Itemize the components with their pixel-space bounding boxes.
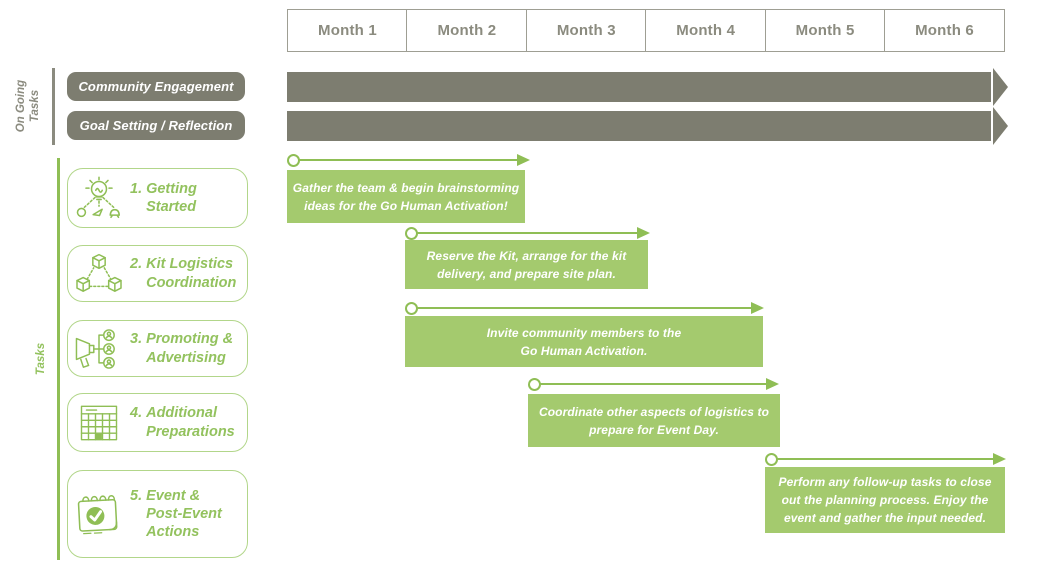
task-desc-box: Perform any follow-up tasks to close out… <box>765 467 1005 533</box>
task-title: Getting Started <box>146 180 197 215</box>
task-title: Additional Preparations <box>146 405 235 440</box>
task-card: 1. Getting Started <box>67 168 248 228</box>
bar-gap <box>991 111 993 141</box>
task-card: 5. Event & Post-Event Actions <box>67 470 248 558</box>
bar-body <box>287 72 991 102</box>
event-check-calendar-icon <box>68 489 130 539</box>
bar-gap <box>991 72 993 102</box>
task-desc-box: Gather the team & begin brainstorming id… <box>287 170 525 223</box>
ongoing-pill: Community Engagement <box>67 72 245 101</box>
arrowhead-icon <box>766 378 779 390</box>
section-label-ongoing: On Going Tasks <box>15 79 41 133</box>
task-card: 4. Additional Preparations <box>67 393 248 452</box>
task-number: 4. <box>130 405 143 422</box>
month-header-cell: Month 5 <box>764 9 886 52</box>
task-desc-box: Invite community members to the Go Human… <box>405 316 763 367</box>
task-card: 2. Kit Logistics Coordination <box>67 245 248 302</box>
arrow-line <box>417 231 637 235</box>
task-label: 3. Promoting & Advertising <box>130 330 233 366</box>
task-number: 3. <box>130 331 143 348</box>
bar-arrowhead-icon <box>993 68 1008 106</box>
timeline-arrow <box>287 153 530 167</box>
timeline-arrow <box>405 226 650 240</box>
task-title: Kit Logistics Coordination <box>146 256 237 291</box>
month-header-row: Month 1 Month 2 Month 3 Month 4 Month 5 … <box>287 9 1006 52</box>
gray-timeline-bar <box>287 107 1008 145</box>
month-header-cell: Month 3 <box>525 9 647 52</box>
arrowhead-icon <box>993 453 1006 465</box>
bar-arrowhead-icon <box>993 107 1008 145</box>
arrowhead-icon <box>517 154 530 166</box>
arrowhead-icon <box>751 302 764 314</box>
arrow-line <box>417 306 751 310</box>
ongoing-axis-line <box>52 68 55 145</box>
task-label: 5. Event & Post-Event Actions <box>130 487 222 541</box>
megaphone-outreach-icon <box>68 324 130 374</box>
idea-lightbulb-icon <box>68 175 130 221</box>
task-title: Event & Post-Event Actions <box>146 487 222 541</box>
arrow-line <box>777 457 993 461</box>
task-label: 2. Kit Logistics Coordination <box>130 255 236 291</box>
task-desc-box: Coordinate other aspects of logistics to… <box>528 394 780 447</box>
month-header-cell: Month 6 <box>884 9 1006 52</box>
task-number: 1. <box>130 180 143 197</box>
timeline-arrow <box>405 301 764 315</box>
tasks-axis-line <box>57 158 60 560</box>
month-header-cell: Month 4 <box>645 9 767 52</box>
kit-cubes-icon <box>68 252 130 296</box>
bar-body <box>287 111 991 141</box>
task-title: Promoting & Advertising <box>146 331 234 366</box>
month-header-cell: Month 1 <box>287 9 408 52</box>
task-label: 1. Getting Started <box>130 180 197 216</box>
ongoing-pill: Goal Setting / Reflection <box>67 111 245 140</box>
section-label-tasks: Tasks <box>35 342 47 376</box>
gray-timeline-bar <box>287 68 1008 106</box>
arrow-line <box>540 382 766 386</box>
task-number: 2. <box>130 256 143 273</box>
calendar-grid-icon <box>68 401 130 445</box>
task-desc-box: Reserve the Kit, arrange for the kit del… <box>405 240 648 289</box>
task-label: 4. Additional Preparations <box>130 404 235 440</box>
arrow-line <box>299 158 517 162</box>
arrowhead-icon <box>637 227 650 239</box>
task-card: 3. Promoting & Advertising <box>67 320 248 377</box>
timeline-arrow <box>765 452 1006 466</box>
month-header-cell: Month 2 <box>406 9 528 52</box>
task-number: 5. <box>130 487 143 504</box>
timeline-arrow <box>528 377 779 391</box>
